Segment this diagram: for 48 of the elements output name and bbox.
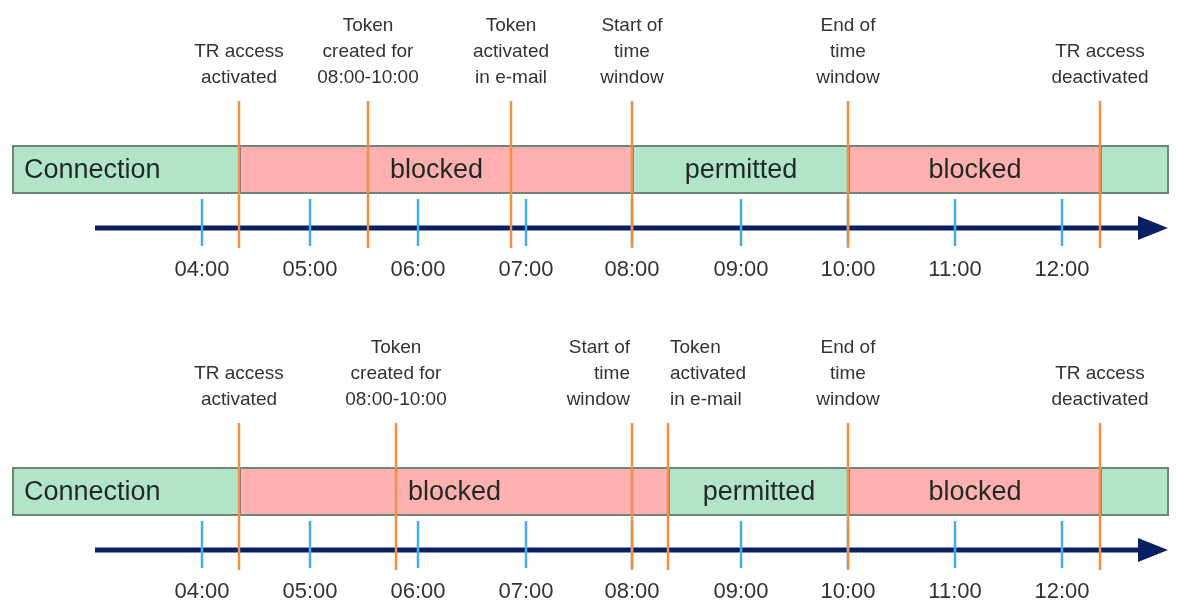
time-label: 04:00 xyxy=(174,256,230,282)
time-label: 12:00 xyxy=(1034,256,1090,282)
status-segment xyxy=(12,145,241,194)
status-segment xyxy=(848,145,1102,194)
segment-label: Connection xyxy=(24,476,161,507)
status-segment xyxy=(632,145,850,194)
time-label: 05:00 xyxy=(282,578,338,604)
time-label: 09:00 xyxy=(713,256,769,282)
time-label: 06:00 xyxy=(390,578,446,604)
event-label: Token activated in e-mail xyxy=(670,335,748,411)
event-label: Token created for 08:00-10:00 xyxy=(316,13,420,89)
time-label: 10:00 xyxy=(820,578,876,604)
time-label: 07:00 xyxy=(498,578,554,604)
event-label: Token created for 08:00-10:00 xyxy=(344,335,448,411)
status-segment xyxy=(1100,467,1169,516)
event-label: End of time window xyxy=(815,13,881,89)
segment-label: blocked xyxy=(928,476,1022,507)
time-label: 10:00 xyxy=(820,256,876,282)
event-label: Token activated in e-mail xyxy=(471,13,550,89)
time-label: 07:00 xyxy=(498,256,554,282)
time-label: 05:00 xyxy=(282,256,338,282)
time-label: 09:00 xyxy=(713,578,769,604)
time-label: 11:00 xyxy=(928,578,982,604)
status-segment xyxy=(848,467,1102,516)
event-label: TR access deactivated xyxy=(1050,39,1150,89)
event-label: TR access deactivated xyxy=(1050,361,1150,411)
segment-label: permitted xyxy=(702,476,816,507)
segment-label: blocked xyxy=(928,154,1022,185)
time-label: 11:00 xyxy=(928,256,982,282)
event-label: Start of time window xyxy=(565,335,630,411)
time-label: 06:00 xyxy=(390,256,446,282)
event-label: End of time window xyxy=(815,335,881,411)
time-label: 08:00 xyxy=(604,578,660,604)
status-segment xyxy=(12,467,241,516)
segment-label: blocked xyxy=(389,154,484,185)
event-label: TR access activated xyxy=(193,39,285,89)
time-label: 08:00 xyxy=(604,256,660,282)
event-label: TR access activated xyxy=(193,361,285,411)
status-segment xyxy=(239,145,634,194)
time-label: 04:00 xyxy=(174,578,230,604)
status-segment xyxy=(668,467,850,516)
segment-label: permitted xyxy=(684,154,798,185)
segment-label: blocked xyxy=(407,476,502,507)
segment-label: Connection xyxy=(24,154,161,185)
time-label: 12:00 xyxy=(1034,578,1090,604)
status-segment xyxy=(1100,145,1169,194)
event-label: Start of time window xyxy=(599,13,665,89)
status-segment xyxy=(239,467,670,516)
